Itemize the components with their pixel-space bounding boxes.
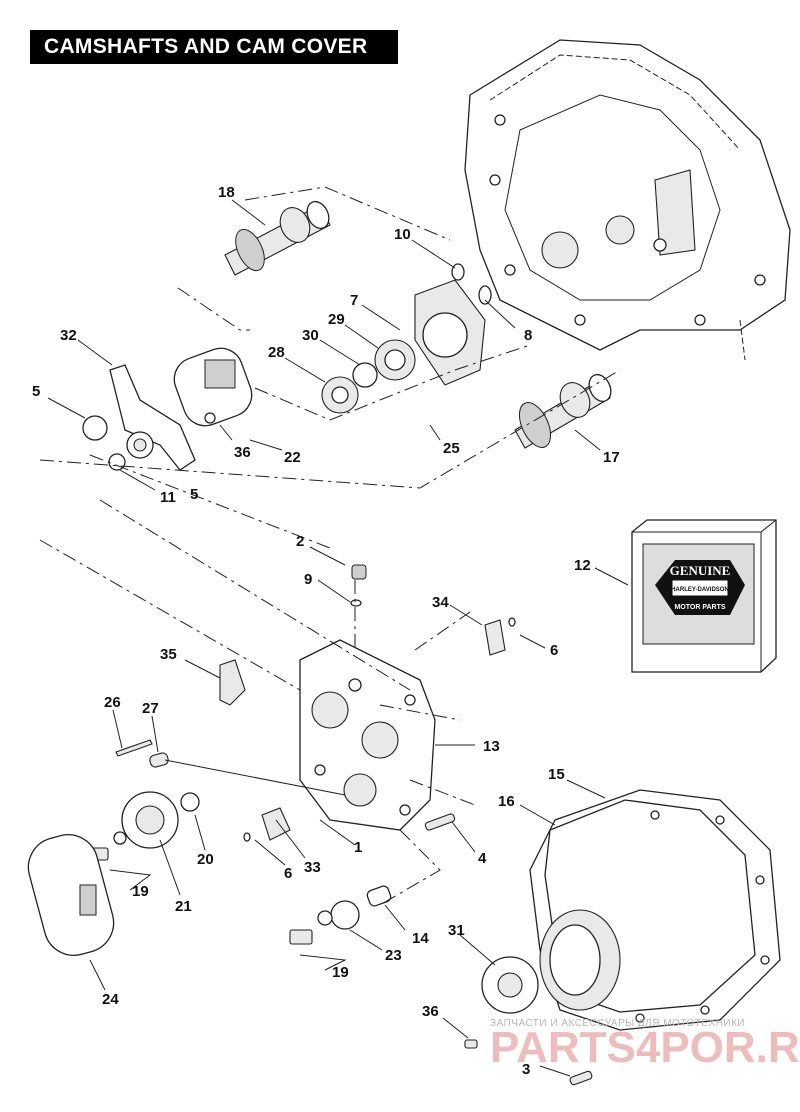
badge-text-bottom: MOTOR PARTS (674, 604, 725, 611)
callout-3: 3 (522, 1061, 530, 1078)
callout-17: 17 (603, 449, 620, 466)
camshaft-rear (224, 200, 331, 276)
watermark-tagline: ЗАПЧАСТИ И АКСЕССУАРЫ ДЛЯ МОТОТЕХНИКИ (490, 1018, 745, 1029)
callout-20: 20 (197, 851, 214, 868)
callout-21: 21 (175, 898, 192, 915)
callout-32: 32 (60, 327, 77, 344)
callout-19-lower: 19 (332, 964, 349, 981)
primary-cam-chain (82, 347, 253, 471)
callout-35: 35 (160, 646, 177, 663)
callout-1: 1 (354, 839, 362, 856)
callout-10: 10 (394, 226, 411, 243)
callout-8: 8 (524, 327, 532, 344)
genuine-parts-box: GENUINE HARLEY-DAVIDSON MOTOR PARTS (631, 519, 777, 673)
callout-11: 11 (160, 489, 176, 506)
callout-19-upper: 19 (132, 883, 149, 900)
callout-36-upper: 36 (234, 444, 251, 461)
callout-18: 18 (218, 184, 235, 201)
callout-23: 23 (385, 947, 402, 964)
callout-numbers: 18 10 7 29 30 28 8 32 5 36 22 25 17 11 5… (32, 184, 620, 1078)
callout-4: 4 (478, 850, 487, 867)
callout-16: 16 (498, 793, 515, 810)
badge-text-middle: HARLEY-DAVIDSON (671, 587, 729, 593)
callout-2: 2 (296, 533, 304, 550)
callout-27: 27 (142, 700, 159, 717)
callout-5-upper: 5 (32, 383, 40, 400)
callout-7: 7 (350, 292, 358, 309)
oil-pump-drive (27, 739, 456, 956)
watermark: ЗАПЧАСТИ И АКСЕССУАРЫ ДЛЯ МОТОТЕХНИКИ PA… (490, 1018, 800, 1072)
assembly-lines (39, 186, 621, 906)
callout-36-lower: 36 (422, 1003, 439, 1020)
callout-9: 9 (304, 571, 312, 588)
callout-13: 13 (483, 738, 500, 755)
callout-31: 31 (448, 922, 465, 939)
callout-29: 29 (328, 311, 345, 328)
gear-cover (464, 789, 781, 1086)
watermark-logo: PARTS4POR.RU (490, 1023, 800, 1072)
diagram-title: CAMSHAFTS AND CAM COVER (30, 30, 398, 64)
callout-28: 28 (268, 344, 285, 361)
callout-33: 33 (304, 859, 321, 876)
callout-34: 34 (432, 594, 449, 611)
callout-14: 14 (412, 930, 429, 947)
cam-support-cover (219, 564, 516, 831)
callout-30: 30 (302, 327, 319, 344)
badge-text-top: GENUINE (670, 563, 731, 578)
callout-5-lower: 5 (190, 486, 198, 503)
callout-26: 26 (104, 694, 121, 711)
cam-support-plate-assembly (321, 263, 492, 414)
leader-lines (47, 199, 629, 1077)
callout-12: 12 (574, 557, 591, 574)
callout-15: 15 (548, 766, 565, 783)
camshaft-front (514, 373, 612, 449)
callout-24: 24 (102, 991, 119, 1008)
crankcase (464, 39, 791, 361)
callout-6-lower: 6 (284, 865, 292, 882)
callout-22: 22 (284, 449, 301, 466)
callout-6-upper: 6 (550, 642, 558, 659)
callout-25: 25 (443, 440, 460, 457)
